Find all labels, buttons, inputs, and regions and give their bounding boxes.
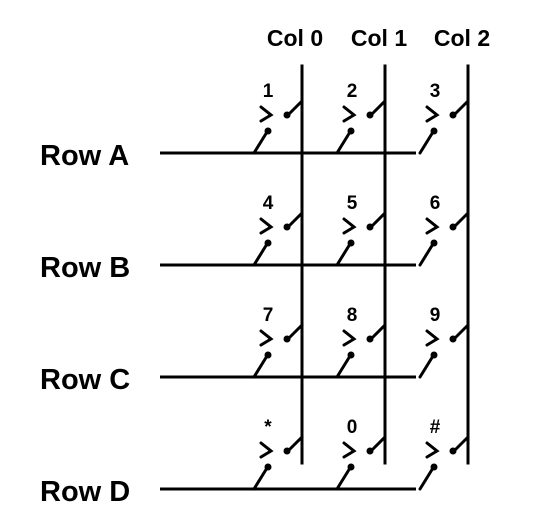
switch-lead-bottom [418,242,435,267]
switch-0 [335,435,387,491]
switch-8 [335,323,387,379]
row-label-b: Row B [40,252,130,284]
switch-lead-bottom [418,354,435,379]
switch-actuator [342,105,357,123]
col-label-2: Col 2 [434,25,490,51]
switch-contact-bottom [347,127,355,135]
switch-lead-bottom [335,130,352,155]
col-label-0: Col 0 [267,25,323,51]
key-label-hash: # [430,417,441,438]
switch-actuator [342,217,357,235]
switch-actuator [259,105,274,123]
switch-lead-bottom [252,354,269,379]
key-label-6: 6 [430,193,441,214]
switch-7 [252,323,304,379]
switch-actuator [259,217,274,235]
switch-lead-top [370,211,387,228]
key-label-5: 5 [347,193,358,214]
switch-actuator [259,329,274,347]
key-label-7: 7 [263,305,274,326]
switch-lead-top [453,211,470,228]
switch-6 [418,211,470,267]
col-label-1: Col 1 [351,25,407,51]
switch-contact-bottom [430,127,438,135]
switch-lead-top [453,435,470,452]
row-label-d: Row D [40,476,130,508]
switch-lead-bottom [252,466,269,491]
row-label-c: Row C [40,364,130,396]
switch-# [418,435,470,491]
switch-lead-top [370,435,387,452]
labels-layer: Col 0 Col 1 Col 2 Row A Row B Row C Row … [40,25,490,508]
switch-4 [252,211,304,267]
key-label-star: * [264,417,272,438]
switch-contact-bottom [347,463,355,471]
switch-actuator [342,329,357,347]
switch-lead-top [287,211,304,228]
switch-5 [335,211,387,267]
switch-1 [252,99,304,155]
key-label-0: 0 [347,417,358,438]
key-label-8: 8 [347,305,358,326]
switch-contact-bottom [264,127,272,135]
switch-lead-bottom [252,242,269,267]
switch-lead-bottom [418,130,435,155]
switch-actuator [425,329,440,347]
switch-lead-top [287,99,304,116]
switch-lead-bottom [252,130,269,155]
switch-contact-bottom [430,239,438,247]
wires-layer [160,64,470,491]
switch-lead-top [287,323,304,340]
switch-contact-bottom [430,351,438,359]
switch-lead-top [370,99,387,116]
switch-lead-bottom [335,242,352,267]
switch-* [252,435,304,491]
switch-lead-bottom [335,354,352,379]
switch-actuator [425,441,440,459]
switch-contact-bottom [264,351,272,359]
switch-contact-bottom [347,239,355,247]
switch-lead-bottom [335,466,352,491]
switch-contact-bottom [347,351,355,359]
switch-lead-top [453,99,470,116]
switch-actuator [259,441,274,459]
row-label-a: Row A [40,140,129,172]
switch-contact-bottom [430,463,438,471]
key-label-3: 3 [430,81,441,102]
key-label-1: 1 [263,81,274,102]
switches-layer [252,99,470,491]
switch-contact-bottom [264,463,272,471]
switch-2 [335,99,387,155]
switch-3 [418,99,470,155]
key-label-4: 4 [263,193,274,214]
switch-actuator [425,217,440,235]
key-label-2: 2 [347,81,358,102]
switch-contact-bottom [264,239,272,247]
switch-9 [418,323,470,379]
switch-lead-top [453,323,470,340]
key-label-9: 9 [430,305,441,326]
switch-lead-top [287,435,304,452]
switch-lead-bottom [418,466,435,491]
switch-actuator [342,441,357,459]
switch-lead-top [370,323,387,340]
switch-actuator [425,105,440,123]
